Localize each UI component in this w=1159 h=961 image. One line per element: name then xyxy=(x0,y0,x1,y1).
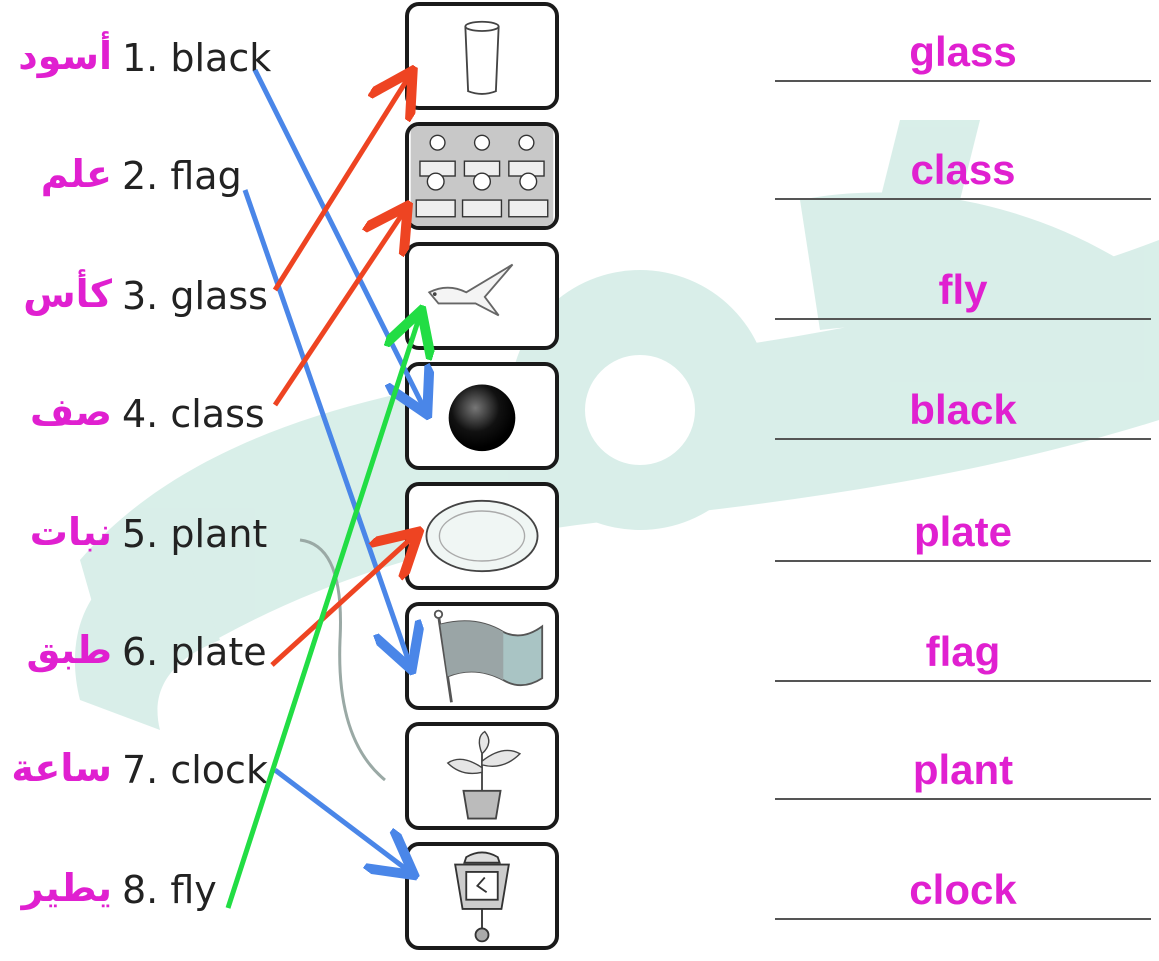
arabic-word: علم xyxy=(40,152,112,196)
arabic-word: صف xyxy=(30,390,112,434)
word-text: black xyxy=(170,36,272,80)
arabic-word: أسود xyxy=(18,34,112,78)
answer-row[interactable]: plate xyxy=(775,490,1151,570)
answer-row[interactable]: black xyxy=(775,368,1151,448)
answer-line xyxy=(775,80,1151,82)
answer-line xyxy=(775,198,1151,200)
answer-line xyxy=(775,438,1151,440)
english-word: 4. class xyxy=(122,392,265,436)
answer-text: plant xyxy=(912,746,1014,793)
plate-icon xyxy=(425,499,539,573)
english-word: 7. clock xyxy=(122,748,268,792)
picture-box-glass xyxy=(405,2,559,110)
english-word: 5. plant xyxy=(122,512,267,556)
word-number: 3. xyxy=(122,274,159,318)
answer-row[interactable]: clock xyxy=(775,848,1151,928)
answer-row[interactable]: plant xyxy=(775,728,1151,808)
arabic-word: نبات xyxy=(29,510,112,554)
answer-line xyxy=(775,680,1151,682)
arabic-word: كأس xyxy=(23,272,112,316)
answer-line xyxy=(775,560,1151,562)
word-number: 8. xyxy=(122,868,159,912)
answer-text: black xyxy=(909,386,1017,433)
word-text: plate xyxy=(170,630,267,674)
bird-icon xyxy=(427,263,514,317)
answer-text: clock xyxy=(909,866,1017,913)
word-text: plant xyxy=(170,512,268,556)
english-word: 8. fly xyxy=(122,868,217,912)
word-text: glass xyxy=(170,274,268,318)
answer-row[interactable]: flag xyxy=(775,610,1151,690)
flag-icon xyxy=(433,609,544,703)
picture-box-clock xyxy=(405,842,559,950)
english-word: 2. flag xyxy=(122,154,242,198)
english-word: 3. glass xyxy=(122,274,268,318)
picture-box-plant xyxy=(405,722,559,830)
word-text: clock xyxy=(170,748,268,792)
arabic-word: ساعة xyxy=(11,746,112,790)
answer-text: class xyxy=(910,146,1016,193)
answer-text: fly xyxy=(938,266,988,313)
plant-icon xyxy=(446,730,522,820)
black-ball-icon xyxy=(448,384,516,452)
picture-box-flag xyxy=(405,602,559,710)
answer-text: glass xyxy=(909,28,1017,75)
english-word: 1. black xyxy=(122,36,271,80)
word-text: class xyxy=(170,392,265,436)
picture-box-bird xyxy=(405,242,559,350)
answer-row[interactable]: class xyxy=(775,128,1151,208)
classroom-icon xyxy=(410,126,554,226)
glass-icon xyxy=(464,20,500,95)
picture-box-classroom xyxy=(405,122,559,230)
answer-text: flag xyxy=(925,628,1001,675)
word-number: 7. xyxy=(122,748,159,792)
clock-icon xyxy=(454,851,510,943)
word-number: 4. xyxy=(122,392,159,436)
answer-line xyxy=(775,918,1151,920)
word-number: 1. xyxy=(122,36,159,80)
english-word: 6. plate xyxy=(122,630,267,674)
answer-line xyxy=(775,318,1151,320)
answer-text: plate xyxy=(913,508,1013,555)
arabic-word: طبق xyxy=(26,628,112,672)
word-number: 6. xyxy=(122,630,159,674)
word-text: flag xyxy=(170,154,242,198)
picture-box-black xyxy=(405,362,559,470)
word-text: fly xyxy=(170,868,217,912)
word-number: 2. xyxy=(122,154,159,198)
answer-line xyxy=(775,798,1151,800)
answer-row[interactable]: fly xyxy=(775,248,1151,328)
arabic-word: يطير xyxy=(21,866,112,910)
word-number: 5. xyxy=(122,512,159,556)
picture-box-plate xyxy=(405,482,559,590)
answer-row[interactable]: glass xyxy=(775,10,1151,90)
